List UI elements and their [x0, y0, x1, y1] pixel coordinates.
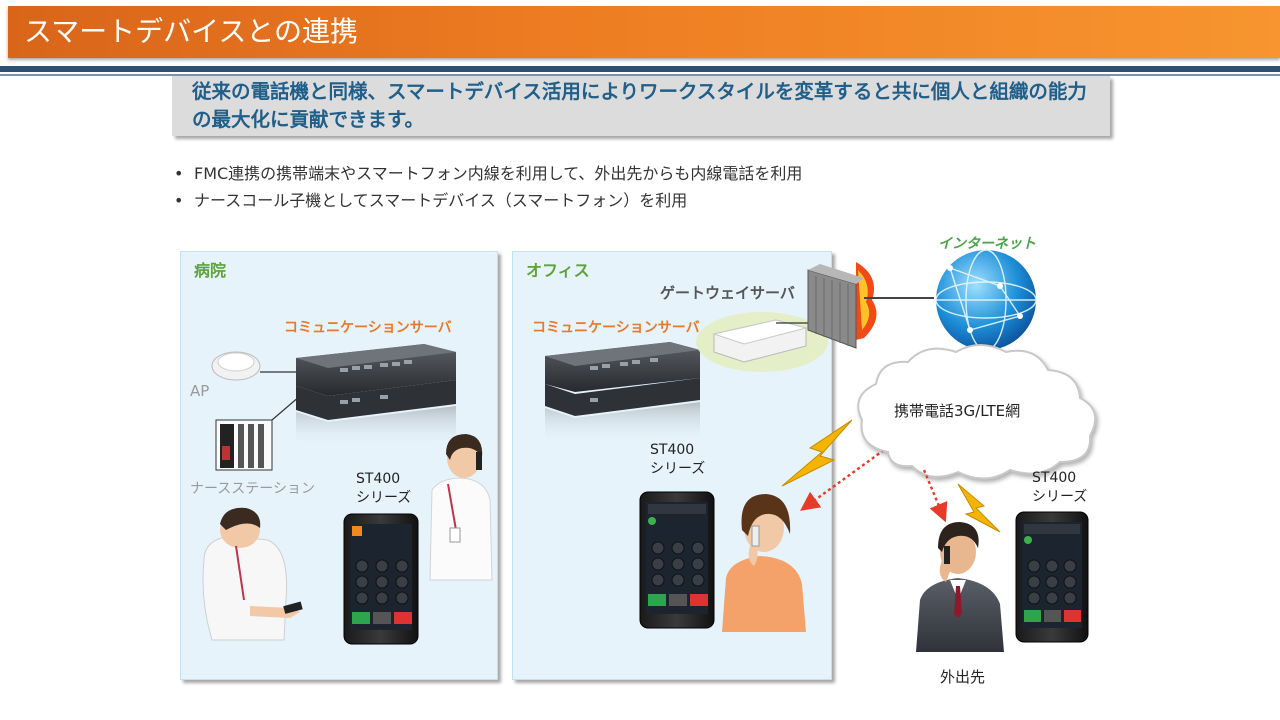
- hospital-label: 病院: [194, 261, 227, 280]
- nurse-on-phone-icon: [429, 434, 493, 581]
- title-rule: [0, 66, 1280, 72]
- hospital-phone-series: シリーズ: [356, 490, 412, 506]
- hospital-server-icon: [296, 344, 456, 448]
- outside-label: 外出先: [940, 668, 986, 686]
- signal-arrow: [800, 449, 885, 511]
- internet-globe-icon: [935, 249, 1037, 351]
- nurse-station-icon: [215, 395, 301, 471]
- office-server-label: コミュニケーションサーバ: [532, 320, 700, 336]
- lead-text: 従来の電話機と同様、スマートデバイス活用によりワークスタイルを変革すると共に個人…: [192, 80, 1087, 131]
- internet-label: インターネット: [938, 236, 1036, 252]
- ap-label: AP: [190, 382, 210, 400]
- page-title: スマートデバイスとの連携: [24, 15, 359, 48]
- outside-smartphone-icon: [1015, 511, 1089, 643]
- title-rule-thin: [0, 74, 1280, 76]
- bullet-list: FMC連携の携帯端末やスマートフォン内線を利用して、外出先からも内線電話を利用 …: [174, 160, 802, 214]
- outside-phone-series: シリーズ: [1032, 489, 1088, 505]
- lightning-icon: [957, 483, 1001, 533]
- access-point-icon: [211, 351, 296, 381]
- outside-phone-model: ST400: [1032, 470, 1077, 486]
- bullet-item: ナースコール子機としてスマートデバイス（スマートフォン）を利用: [174, 187, 802, 214]
- title-banner: スマートデバイスとの連携: [8, 6, 1280, 58]
- hospital-smartphone-icon: [343, 513, 419, 645]
- lightning-icon: [781, 419, 853, 487]
- office-label: オフィス: [526, 261, 590, 280]
- businessman-icon: [916, 522, 1004, 652]
- hospital-server-label: コミュニケーションサーバ: [284, 320, 452, 336]
- woman-on-phone-icon: [722, 494, 806, 632]
- nurse-icon: [202, 507, 303, 641]
- office-phone-model: ST400: [650, 442, 695, 458]
- bullet-item: FMC連携の携帯端末やスマートフォン内線を利用して、外出先からも内線電話を利用: [174, 160, 802, 187]
- signal-arrow: [922, 469, 948, 523]
- hospital-phone-model: ST400: [356, 471, 401, 487]
- office-smartphone-icon: [639, 491, 715, 629]
- cloud-label: 携帯電話3G/LTE網: [894, 402, 1021, 420]
- nurse-station-label: ナースステーション: [190, 481, 316, 497]
- office-server-icon: [545, 342, 700, 444]
- gateway-label: ゲートウェイサーバ: [660, 284, 795, 302]
- mobile-network-cloud-icon: [857, 344, 1097, 480]
- office-phone-series: シリーズ: [650, 461, 706, 477]
- firewall-icon: [807, 262, 934, 349]
- lead-box: 従来の電話機と同様、スマートデバイス活用によりワークスタイルを変革すると共に個人…: [172, 76, 1110, 136]
- gateway-server-icon: [696, 312, 832, 372]
